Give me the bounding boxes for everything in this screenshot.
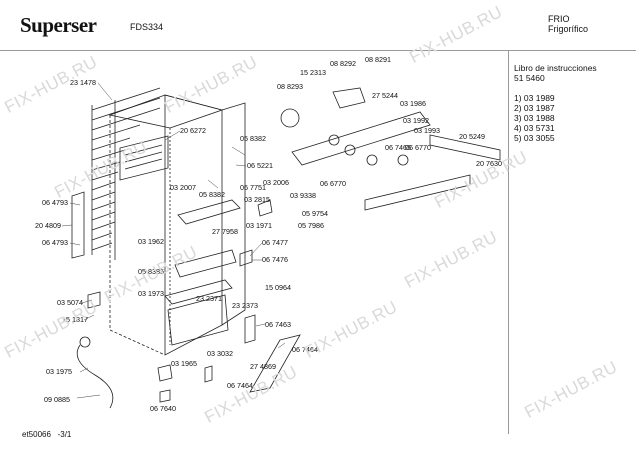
part-label: 06 7751 — [240, 183, 266, 192]
foot — [159, 389, 171, 403]
part-label: 06 7640 — [150, 404, 176, 413]
part-label: 06 4793 — [42, 238, 68, 247]
exploded-diagram — [61, 82, 501, 409]
footer-code: et50066 — [22, 430, 51, 439]
part-label: 03 5074 — [57, 298, 83, 307]
part-label: 23 2371 — [196, 294, 222, 303]
hinge-pin — [239, 249, 253, 267]
side-divider — [508, 50, 509, 434]
relay-box — [87, 291, 101, 309]
part-label: 06 4793 — [42, 198, 68, 207]
category-label: FRIO Frigorífico — [548, 14, 588, 34]
control-panel — [291, 111, 431, 166]
part-label: 06 7464 — [292, 345, 318, 354]
instructions-item: 4) 03 5731 — [514, 123, 555, 133]
door-frame — [221, 102, 246, 326]
part-label: 06 7477 — [262, 238, 288, 247]
control-knob — [328, 134, 340, 146]
category-line-1: FRIO — [548, 14, 570, 24]
part-label: 27 5244 — [372, 91, 398, 100]
leader-lines — [61, 82, 286, 399]
part-label: 03 2815 — [244, 195, 270, 204]
part-label: 06 6770 — [320, 179, 346, 188]
part-label: 03 9338 — [290, 191, 316, 200]
part-label: 03 1973 — [138, 289, 164, 298]
evaporator-plate — [119, 135, 169, 181]
model-number: FDS334 — [130, 22, 164, 32]
part-label: 05 8382 — [240, 134, 266, 143]
part-label: 06 7465 — [385, 143, 411, 152]
part-label: 03 1965 — [171, 359, 197, 368]
part-label: 06 5221 — [247, 161, 273, 170]
control-knob — [366, 154, 378, 166]
crisper-cover — [174, 249, 237, 278]
hinge-lower — [244, 314, 256, 344]
part-label: 15 1817 — [62, 315, 88, 324]
part-label: 15 0964 — [265, 283, 291, 292]
part-label: 03 1975 — [46, 367, 72, 376]
plug — [79, 336, 91, 348]
part-label: 05 8385 — [138, 267, 164, 276]
part-label: 20 7630 — [476, 159, 502, 168]
instructions-item: 5) 03 3055 — [514, 133, 555, 143]
watermark: FIX-HUB.RU — [521, 357, 621, 422]
hinge-cap — [204, 365, 213, 383]
shelf-upper — [177, 199, 241, 225]
part-label: 03 1992 — [403, 116, 429, 125]
power-cord — [76, 344, 114, 409]
part-label: 08 8291 — [365, 55, 391, 64]
part-label: 03 1962 — [138, 237, 164, 246]
part-label: 06 7476 — [262, 255, 288, 264]
part-label: 05 8382 — [199, 190, 225, 199]
instructions-item: 1) 03 1989 — [514, 93, 555, 103]
part-label: 08 8293 — [277, 82, 303, 91]
bottom-trim — [364, 174, 471, 211]
page-number: -3/1 — [57, 430, 72, 439]
foot — [157, 364, 173, 382]
part-label: 20 5249 — [459, 132, 485, 141]
instructions-panel: Libro de instrucciones 51 5460 1) 03 198… — [514, 63, 597, 143]
part-label: 27 4869 — [250, 362, 276, 371]
thermostat-knob — [280, 108, 300, 128]
footer: et50066 -3/1 — [22, 430, 71, 439]
condenser-coil — [91, 87, 161, 260]
door-hinge-bracket — [249, 334, 301, 393]
instructions-code: 51 5460 — [514, 73, 545, 83]
part-label: 06 7464 — [227, 381, 253, 390]
part-label: 03 2007 — [170, 183, 196, 192]
part-label: 23 1478 — [70, 78, 96, 87]
instructions-item: 2) 03 1987 — [514, 103, 555, 113]
control-knob — [344, 144, 356, 156]
part-label: 08 8292 — [330, 59, 356, 68]
instructions-title: Libro de instrucciones — [514, 63, 597, 73]
lamp-housing — [332, 87, 366, 109]
shelf-lower — [164, 279, 233, 305]
crisper-drawer — [167, 294, 229, 346]
evaporator-lines — [124, 144, 163, 170]
instructions-item: 3) 03 1988 — [514, 113, 555, 123]
part-label: 09 0885 — [44, 395, 70, 404]
part-label: 03 3032 — [207, 349, 233, 358]
cabinet-back-edge — [109, 115, 166, 356]
control-knob — [397, 154, 409, 166]
drain-rail — [71, 191, 85, 259]
part-label: 15 2313 — [300, 68, 326, 77]
part-label: 20 4809 — [35, 221, 61, 230]
part-label: 06 6770 — [405, 143, 431, 152]
part-label: 20 6272 — [180, 126, 206, 135]
part-label: 27 7958 — [212, 227, 238, 236]
category-line-2: Frigorífico — [548, 24, 589, 34]
part-label: 06 7463 — [265, 320, 291, 329]
part-label: 03 2006 — [263, 178, 289, 187]
part-label: 23 2373 — [232, 301, 258, 310]
header-divider — [0, 50, 636, 51]
part-label: 05 7986 — [298, 221, 324, 230]
part-label: 03 1993 — [414, 126, 440, 135]
bracket — [257, 199, 273, 217]
part-label: 03 1971 — [246, 221, 272, 230]
part-label: 03 1986 — [400, 99, 426, 108]
panel-trim — [429, 134, 501, 161]
part-label: 05 9754 — [302, 209, 328, 218]
brand-logo: Superser — [20, 13, 97, 37]
